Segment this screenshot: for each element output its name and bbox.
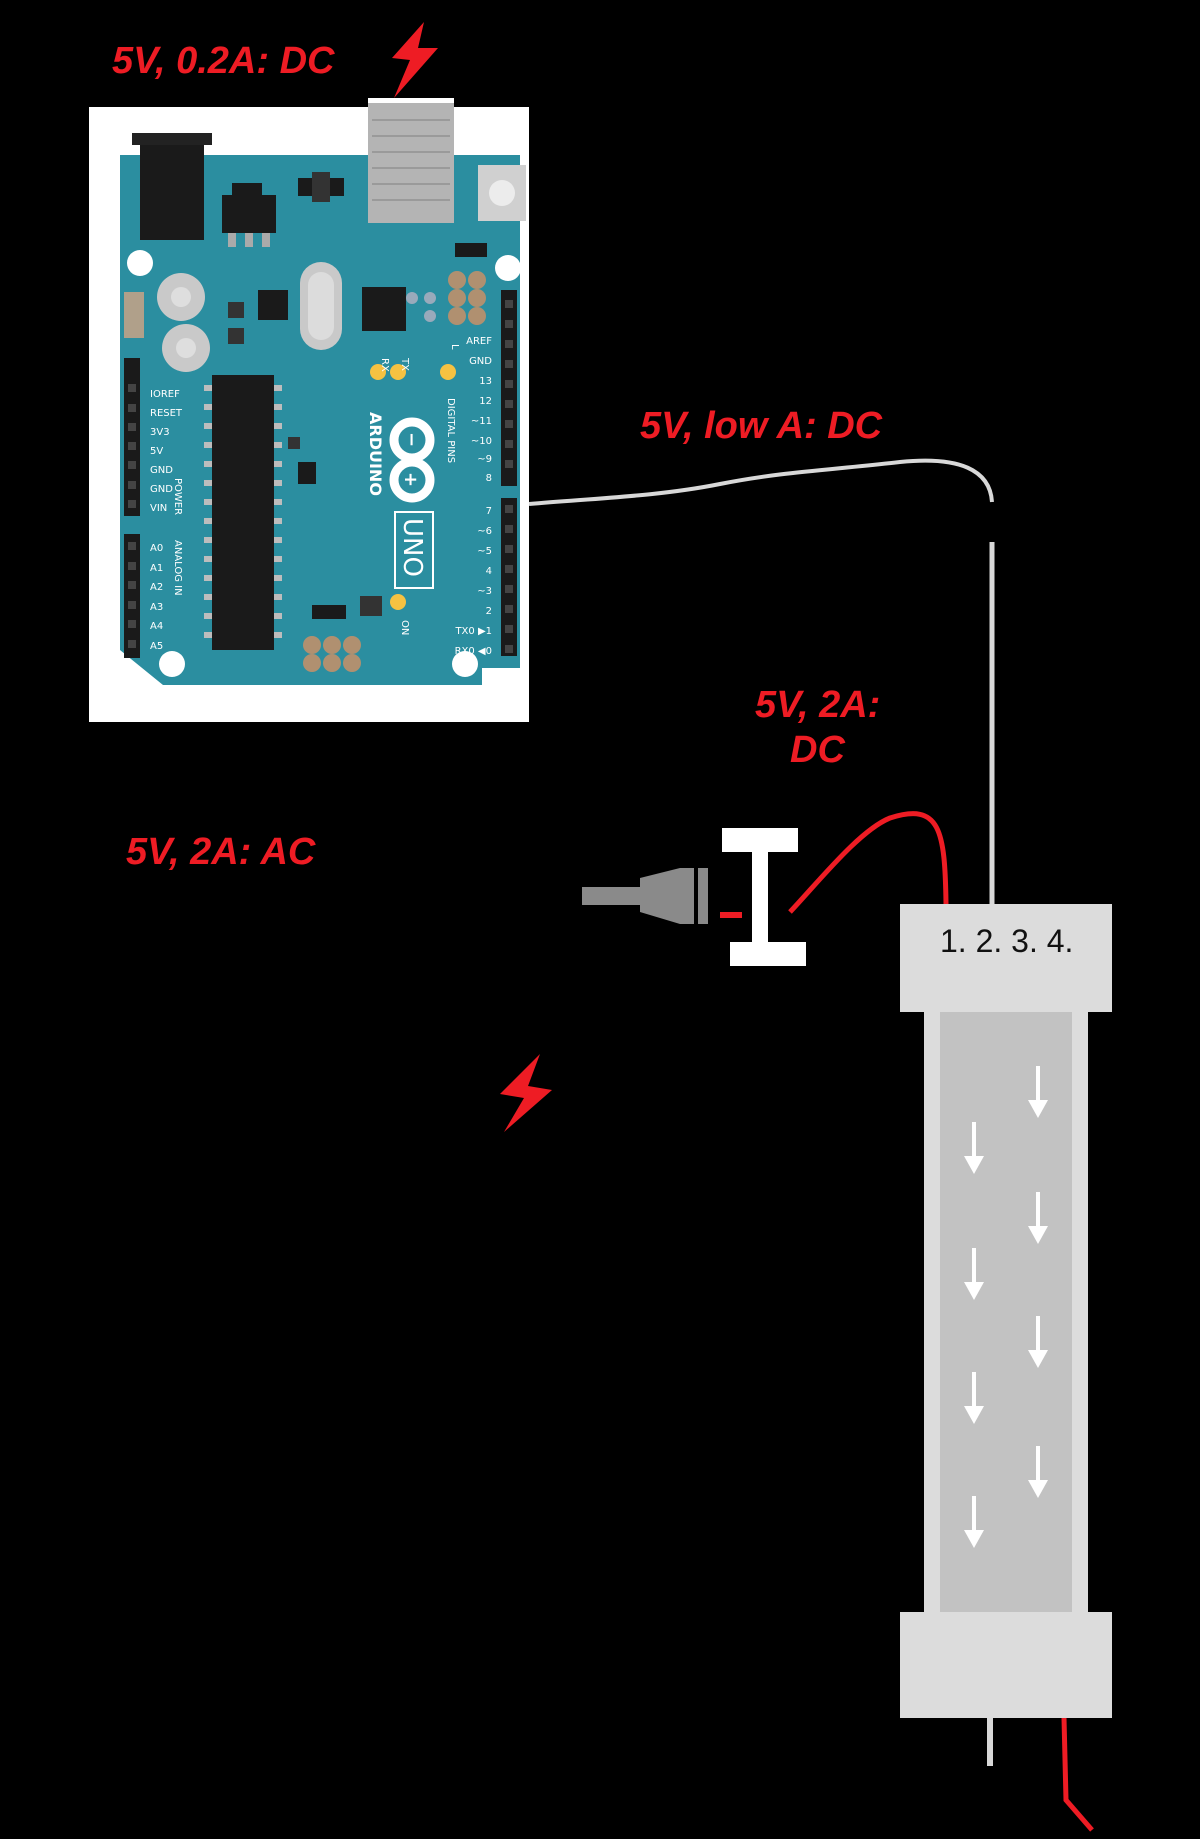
pin-4: 4 xyxy=(486,566,492,577)
pin-7: 7 xyxy=(486,506,492,517)
mount-hole xyxy=(127,250,153,276)
strip-connector-top xyxy=(900,904,1112,1012)
pin-13: 13 xyxy=(479,376,492,387)
pin-aref: AREF xyxy=(466,336,492,347)
uno-badge xyxy=(394,511,434,589)
pin-a2: A2 xyxy=(150,582,163,593)
usb-chip xyxy=(362,287,406,331)
pin-a5: A5 xyxy=(150,641,163,652)
lightning-bolt-icon xyxy=(392,22,438,98)
power-header xyxy=(124,358,140,516)
down-arrow-icon xyxy=(964,1122,984,1174)
pin-5: ~5 xyxy=(477,546,492,557)
pin-a4: A4 xyxy=(150,621,163,632)
silk-on: ON xyxy=(399,620,410,635)
pin-8: 8 xyxy=(486,473,492,484)
down-arrow-icon xyxy=(964,1496,984,1548)
strip-power-label-line1: 5V, 2A: xyxy=(755,684,880,726)
pin-gnd: GND xyxy=(150,465,173,476)
mount-hole xyxy=(159,651,185,677)
voltage-regulator xyxy=(222,195,276,233)
svg-text:+: + xyxy=(400,472,421,487)
pin-rx: RX0 ◀0 xyxy=(455,646,492,657)
output-wire-red xyxy=(1061,1717,1094,1832)
down-arrow-icon xyxy=(1028,1066,1048,1118)
pin-10: ~10 xyxy=(471,436,492,447)
svg-text:−: − xyxy=(401,432,422,447)
pin-a0: A0 xyxy=(150,543,163,554)
down-arrow-icon xyxy=(964,1248,984,1300)
pin-12: 12 xyxy=(479,396,492,407)
pin-gnd-digital: GND xyxy=(469,356,492,367)
usb-port xyxy=(368,103,454,223)
arduino-power-label: 5V, 0.2A: DC xyxy=(112,40,335,82)
strip-power-label-line2: DC xyxy=(790,729,845,771)
strip-inner xyxy=(940,1012,1072,1612)
pin-6: ~6 xyxy=(477,526,492,537)
silk-tx: TX xyxy=(399,357,410,371)
led-l xyxy=(440,364,456,380)
digital-pins-label: DIGITAL PINS xyxy=(445,398,456,463)
mains-power-label: 5V, 2A: AC xyxy=(126,831,316,873)
analog-header xyxy=(124,534,140,658)
chip-pins xyxy=(204,385,282,638)
silk-rx: RX xyxy=(379,358,390,372)
pin-2: 2 xyxy=(486,606,492,617)
pin-vin: VIN xyxy=(150,503,167,514)
pin-gnd: GND xyxy=(150,484,173,495)
pin-11: ~11 xyxy=(471,416,492,427)
pin-a3: A3 xyxy=(150,602,163,613)
led-strip: 1. 2. 3. 4. xyxy=(900,904,1112,1718)
pin-ioref: IOREF xyxy=(150,389,180,400)
pin-9: ~9 xyxy=(477,454,492,465)
down-arrow-icon xyxy=(1028,1446,1048,1498)
led-rx xyxy=(370,364,386,380)
led-tx xyxy=(390,364,406,380)
connector-pin-labels: 1. 2. 3. 4. xyxy=(940,923,1073,959)
lightning-bolt-icon xyxy=(500,1054,552,1132)
power-wire-red xyxy=(788,811,949,914)
arduino-uno-board: RX TX L ON xyxy=(89,98,529,722)
down-arrow-icon xyxy=(964,1372,984,1424)
power-connector xyxy=(722,828,806,966)
power-label: POWER xyxy=(172,478,183,515)
uno-text: UNO xyxy=(397,518,427,577)
down-arrow-icon xyxy=(1028,1192,1048,1244)
power-plug xyxy=(582,868,742,924)
down-arrow-icon xyxy=(1028,1316,1048,1368)
pin-3v3: 3V3 xyxy=(150,427,170,438)
analog-label: ANALOG IN xyxy=(172,540,183,596)
pin-3: ~3 xyxy=(477,586,492,597)
led-on xyxy=(390,594,406,610)
arduino-logo: − + ARDUINO xyxy=(366,412,435,503)
pin-5v: 5V xyxy=(150,446,163,457)
pin-reset: RESET xyxy=(150,408,183,419)
atmega-chip xyxy=(212,375,274,650)
signal-wire xyxy=(528,458,994,506)
pin-a1: A1 xyxy=(150,563,163,574)
mount-hole xyxy=(452,651,478,677)
mount-hole xyxy=(495,255,521,281)
silk-l: L xyxy=(449,344,460,350)
pin-tx: TX0 ▶1 xyxy=(454,626,492,637)
arduino-logo-text: ARDUINO xyxy=(366,412,385,496)
barrel-jack xyxy=(140,145,204,240)
signal-wire-label: 5V, low A: DC xyxy=(640,405,883,447)
strip-connector-bottom xyxy=(900,1612,1112,1718)
digital-header-bottom xyxy=(501,498,517,656)
